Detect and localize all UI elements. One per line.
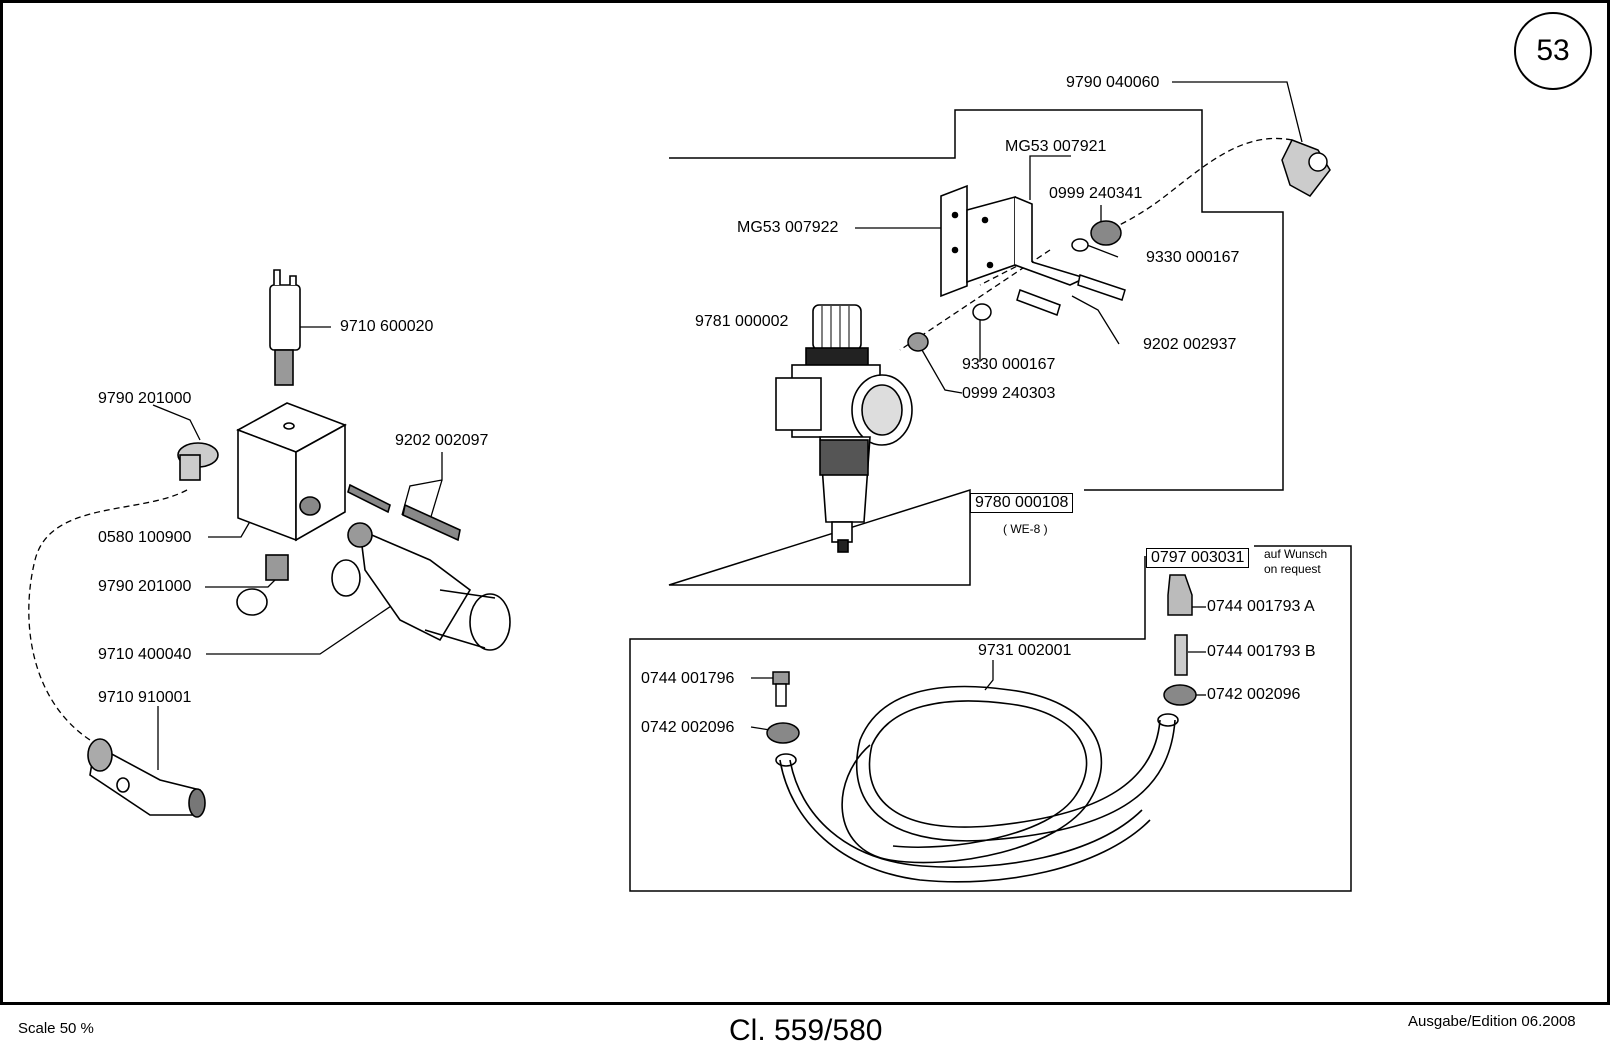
page-number: 53 bbox=[1514, 12, 1592, 90]
filter-regulator-illustration bbox=[775, 304, 913, 553]
drawing-frame bbox=[0, 0, 1610, 1005]
part-label-9202-002937: 9202 002937 bbox=[1143, 336, 1237, 353]
part-label-9790-040060: 9790 040060 bbox=[1066, 74, 1160, 91]
pressure-valve-illustration bbox=[331, 522, 511, 651]
part-label-we-8: ( WE-8 ) bbox=[1003, 522, 1048, 536]
part-label-0999-240303: 0999 240303 bbox=[962, 385, 1056, 402]
note-on-request: on request bbox=[1264, 562, 1321, 576]
part-label-9202-002097: 9202 002097 bbox=[395, 432, 489, 449]
part-label-9790-201000-top: 9790 201000 bbox=[98, 390, 192, 407]
part-label-0744-001796: 0744 001796 bbox=[641, 670, 735, 687]
hose-fittings-illustration bbox=[766, 574, 1197, 744]
part-label-9790-201000-bottom: 9790 201000 bbox=[98, 578, 192, 595]
note-auf-wunsch: auf Wunsch bbox=[1264, 547, 1328, 561]
footer-model: Cl. 559/580 bbox=[729, 1014, 883, 1047]
part-label-9710-910001: 9710 910001 bbox=[98, 689, 192, 706]
part-label-0742-002096-right: 0742 002096 bbox=[1207, 686, 1301, 703]
bracket-illustration bbox=[940, 184, 1088, 298]
part-label-0580-100900: 0580 100900 bbox=[98, 529, 192, 546]
part-label-0744-001793-b: 0744 001793 B bbox=[1207, 643, 1316, 660]
part-label-0744-001793-a: 0744 001793 A bbox=[1207, 598, 1315, 615]
part-label-mg53-007922: MG53 007922 bbox=[737, 219, 839, 236]
part-label-0742-002096-left: 0742 002096 bbox=[641, 719, 735, 736]
coiled-hose-illustration bbox=[775, 685, 1179, 883]
valve-block-illustration bbox=[177, 269, 461, 616]
part-label-9731-002001: 9731 002001 bbox=[978, 642, 1072, 659]
part-label-9330-000167-bottom: 9330 000167 bbox=[962, 356, 1056, 373]
hose-kit-group-outline bbox=[629, 545, 1352, 892]
part-label-9710-600020: 9710 600020 bbox=[340, 318, 434, 335]
footer-edition: Ausgabe/Edition 06.2008 bbox=[1408, 1013, 1576, 1030]
maintenance-unit-group-outline bbox=[668, 109, 1284, 586]
part-label-mg53-007921: MG53 007921 bbox=[1005, 138, 1107, 155]
silencer-illustration bbox=[87, 738, 206, 818]
part-label-9330-000167-top: 9330 000167 bbox=[1146, 249, 1240, 266]
part-label-9780-000108: 9780 000108 bbox=[970, 493, 1074, 513]
part-label-9781-000002: 9781 000002 bbox=[695, 313, 789, 330]
part-label-0797-003031: 0797 003031 bbox=[1146, 548, 1250, 568]
footer-scale: Scale 50 % bbox=[18, 1020, 94, 1037]
part-label-0999-240341: 0999 240341 bbox=[1049, 185, 1143, 202]
small-hardware-illustration bbox=[907, 139, 1331, 352]
part-label-9710-400040: 9710 400040 bbox=[98, 646, 192, 663]
